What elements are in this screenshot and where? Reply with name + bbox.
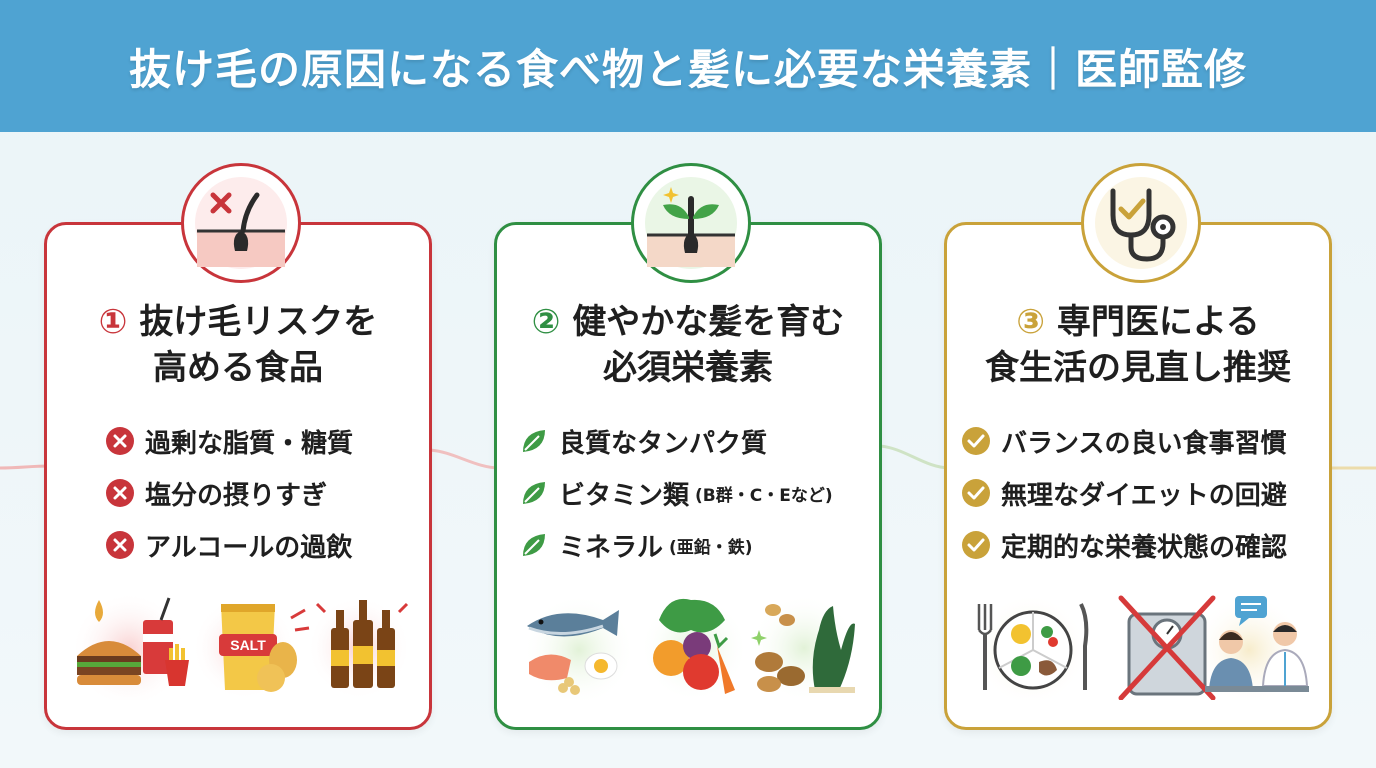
card-number: ③ xyxy=(1016,302,1045,342)
leaf-icon xyxy=(523,430,545,452)
card-title: ② 健やかな髪を育む 必須栄養素 xyxy=(497,299,879,391)
x-circle-icon xyxy=(106,427,134,455)
balanced-lifestyle-illustration xyxy=(975,594,1309,700)
check-circle-icon xyxy=(962,427,990,455)
x-circle-icon xyxy=(106,531,134,559)
list-item: 定期的な栄養状態の確認 xyxy=(947,519,1329,571)
item-note: (亜鉛・鉄) xyxy=(669,537,753,558)
card-title-line2: 高める食品 xyxy=(153,348,323,388)
card-number: ① xyxy=(98,302,128,342)
item-text: バランスの良い食事習慣 xyxy=(1001,428,1287,459)
risk-list: 過剰な脂質・糖質 塩分の摂りすぎ アルコールの過飲 xyxy=(47,415,429,571)
nutrient-list: 良質なタンパク質 ビタミン類 (B群・C・Eなど) ミネラル (亜鉛・鉄) xyxy=(497,415,879,571)
leaf-icon xyxy=(523,534,545,556)
list-item: 良質なタンパク質 xyxy=(497,415,879,467)
list-item: バランスの良い食事習慣 xyxy=(947,415,1329,467)
list-item: 無理なダイエットの回避 xyxy=(947,467,1329,519)
list-item: ビタミン類 (B群・C・Eなど) xyxy=(497,467,879,519)
recommendation-list: バランスの良い食事習慣 無理なダイエットの回避 定期的な栄養状態の確認 xyxy=(947,415,1329,571)
list-item: 塩分の摂りすぎ xyxy=(47,467,429,519)
list-item: ミネラル (亜鉛・鉄) xyxy=(497,519,879,571)
card-title-line1: 専門医による xyxy=(1056,302,1260,342)
item-text: 塩分の摂りすぎ xyxy=(145,480,328,511)
connector-line-right xyxy=(1330,466,1376,470)
card-number: ② xyxy=(531,302,561,342)
card-title-line1: 健やかな髪を育む xyxy=(572,302,845,342)
card-hair-loss-risk-foods: ① 抜け毛リスクを 高める食品 過剰な脂質・糖質 塩分の摂りすぎ アルコールの過… xyxy=(44,163,432,730)
item-text: ミネラル xyxy=(559,532,664,563)
page-title: 抜け毛の原因になる食べ物と髪に必要な栄養素｜医師監修 xyxy=(128,44,1247,94)
card-title-line2: 必須栄養素 xyxy=(603,348,773,388)
check-circle-icon xyxy=(962,479,990,507)
stethoscope-icon xyxy=(1081,163,1201,283)
junk-food-illustration: SALT xyxy=(71,592,409,700)
connector-line-left xyxy=(0,464,50,470)
healthy-hair-icon xyxy=(631,163,751,283)
check-circle-icon xyxy=(962,531,990,559)
card-essential-nutrients: ② 健やかな髪を育む 必須栄養素 良質なタンパク質 ビタミン類 (B群・C・Eな… xyxy=(494,163,882,730)
header-banner: 抜け毛の原因になる食べ物と髪に必要な栄養素｜医師監修 xyxy=(0,0,1376,132)
hair-loss-icon xyxy=(181,163,301,283)
list-item: 過剰な脂質・糖質 xyxy=(47,415,429,467)
card-doctor-recommendations: ③ 専門医による 食生活の見直し推奨 バランスの良い食事習慣 無理なダイエットの… xyxy=(944,163,1332,730)
item-text: アルコールの過飲 xyxy=(145,532,353,563)
x-circle-icon xyxy=(106,479,134,507)
item-text: 過剰な脂質・糖質 xyxy=(145,428,354,459)
card-title-line1: 抜け毛リスクを xyxy=(139,302,378,342)
item-text: 無理なダイエットの回避 xyxy=(1001,480,1287,511)
leaf-icon xyxy=(523,482,545,504)
card-title: ① 抜け毛リスクを 高める食品 xyxy=(47,299,429,391)
salt-label: SALT xyxy=(230,637,266,653)
connector-line-1 xyxy=(430,448,500,470)
item-note: (B群・C・Eなど) xyxy=(695,485,833,506)
connector-line-2 xyxy=(880,444,950,470)
list-item: アルコールの過飲 xyxy=(47,519,429,571)
card-title-line2: 食生活の見直し推奨 xyxy=(985,348,1291,388)
item-text: 良質なタンパク質 xyxy=(559,428,768,459)
card-title: ③ 専門医による 食生活の見直し推奨 xyxy=(947,299,1329,391)
healthy-food-illustration xyxy=(523,594,858,700)
item-text: 定期的な栄養状態の確認 xyxy=(1001,532,1288,563)
item-text: ビタミン類 xyxy=(559,480,690,511)
